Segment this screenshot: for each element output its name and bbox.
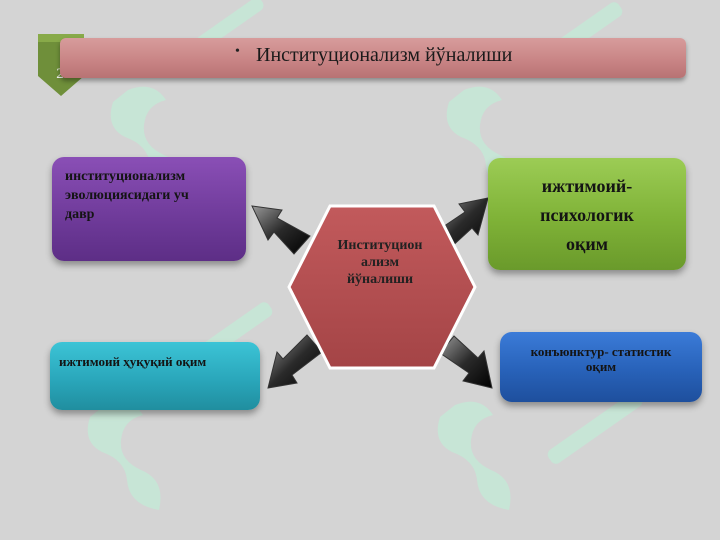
box-institutionalism-evolution: институционализм эволюциясидаги уч давр	[52, 157, 246, 261]
watermark-logo-icon	[87, 401, 161, 510]
box-social-psychological: ижтимоий- психологик оқим	[488, 158, 686, 270]
arrow-to-top-left	[251, 205, 311, 255]
title-bar	[60, 38, 686, 78]
center-label-line-2: ализм	[360, 255, 399, 270]
center-label-line-3: йўналиши	[346, 272, 414, 287]
slide-title: Институционализм йўналиши	[256, 44, 513, 66]
box-top-right-line-2: психологик	[540, 205, 634, 225]
arrow-to-bottom-left	[267, 334, 323, 389]
box-conjuncture-statistical: конъюнктур- статистик оқим	[500, 332, 702, 402]
title-bullet: •	[235, 44, 240, 59]
box-top-right-line-1: ижтимоий-	[541, 176, 633, 196]
watermark-text-band	[547, 392, 643, 464]
box-bottom-right-line-2: оқим	[585, 359, 617, 374]
box-bottom-left-text: ижтимоий ҳуқуқий оқим	[59, 354, 207, 369]
box-social-legal: ижтимоий ҳуқуқий оқим	[50, 342, 260, 410]
box-bottom-right-line-1: конъюнктур- статистик	[530, 344, 672, 359]
center-label-line-1: Институцион	[337, 238, 423, 253]
center-label: Институцион ализм йўналиши	[310, 237, 450, 288]
center-hexagon	[287, 204, 477, 370]
box-top-right-line-3: оқим	[565, 234, 608, 254]
watermark-logo-icon	[437, 401, 511, 510]
box-top-left-line-1: институционализм	[65, 169, 186, 184]
box-top-left-line-2: эволюциясидаги уч	[65, 188, 189, 203]
box-top-left-line-3: давр	[65, 207, 95, 222]
